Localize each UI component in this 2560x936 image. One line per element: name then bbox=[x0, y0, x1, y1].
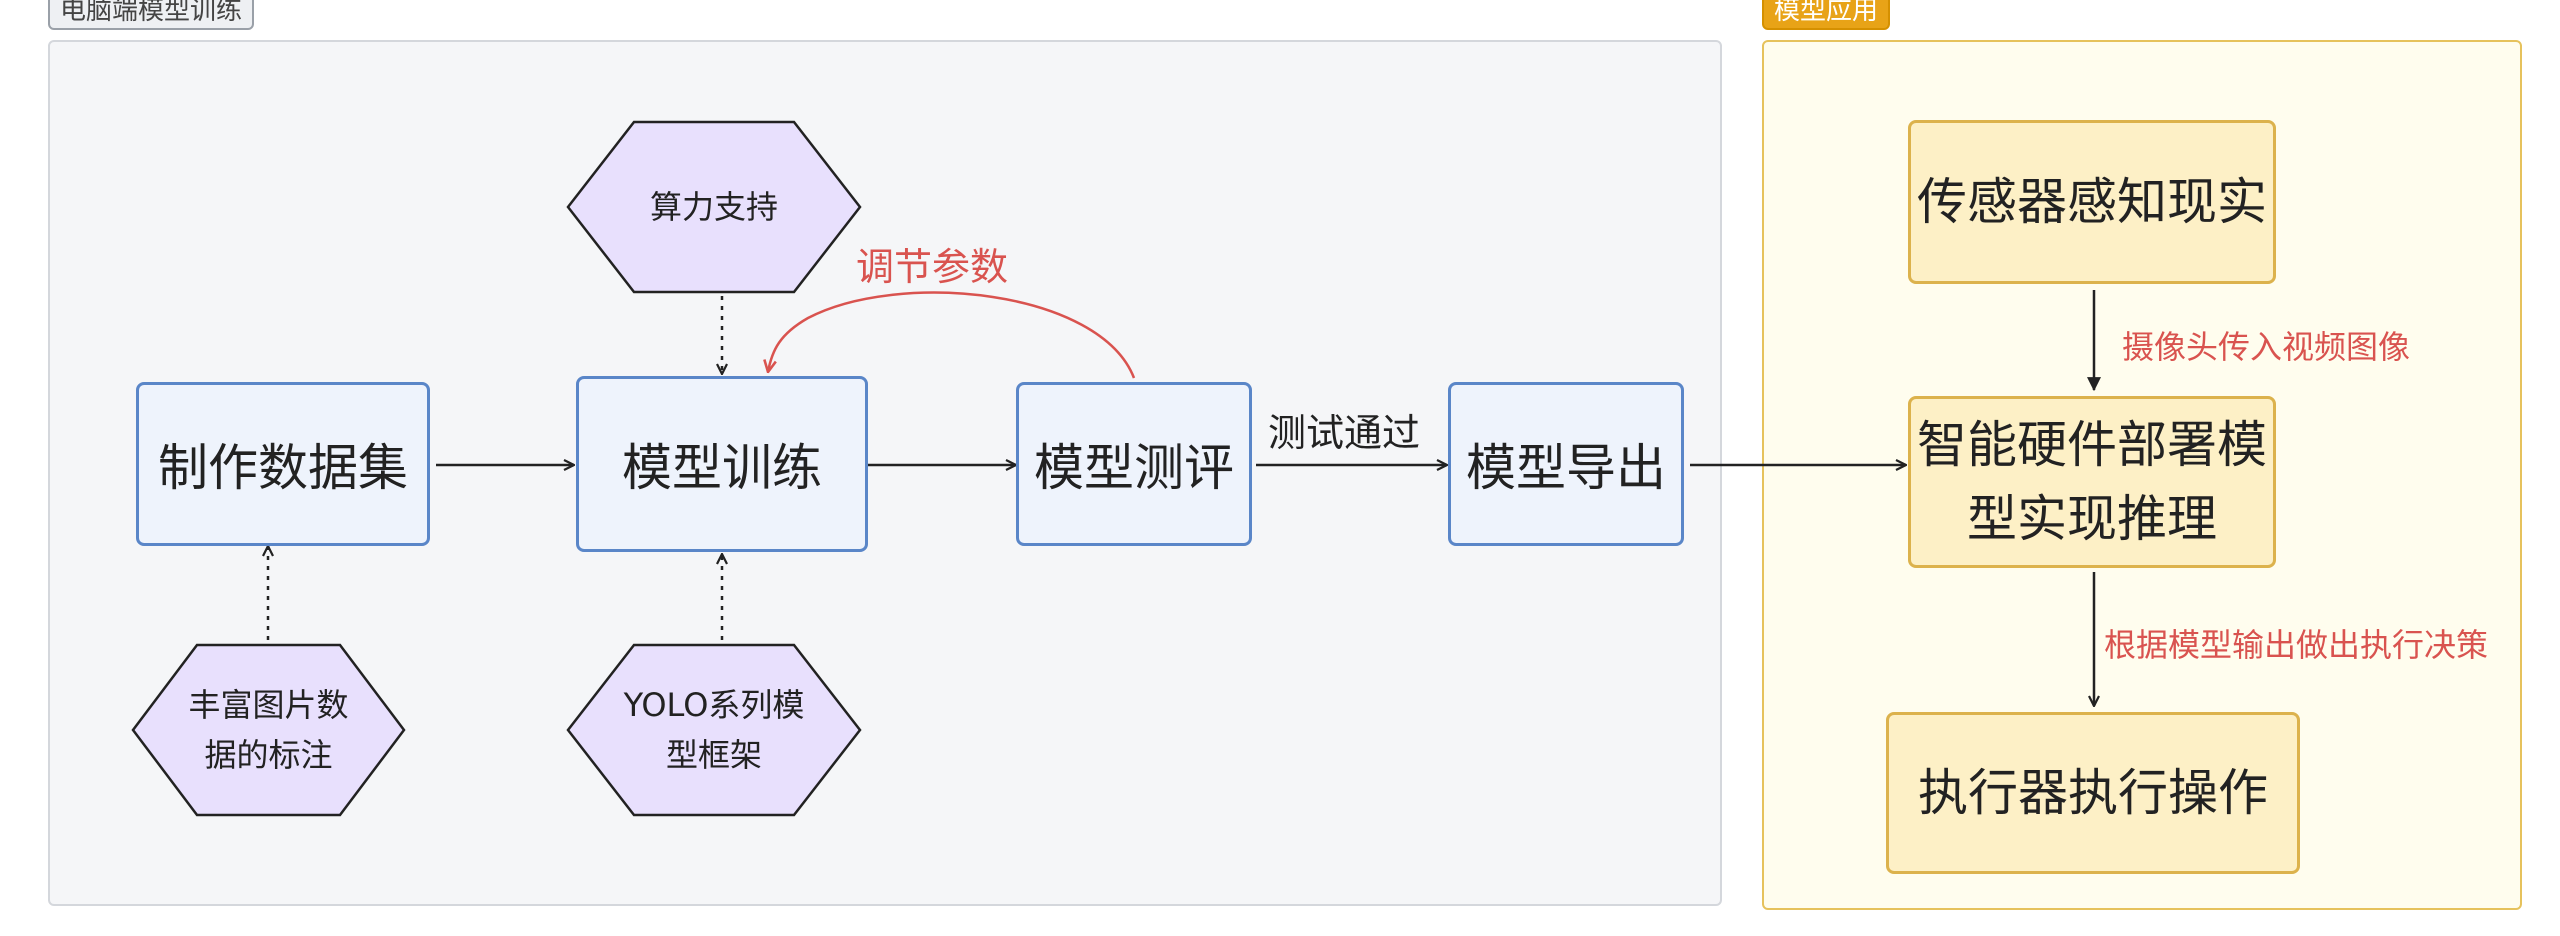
arrow-feedback-curve bbox=[768, 291, 1136, 379]
decision-label: 根据模型输出做出执行决策 bbox=[2104, 626, 2489, 664]
deploy-box: 智能硬件部署模 型实现推理 bbox=[1908, 396, 2276, 568]
hexagon-compute-label: 算力支持 bbox=[649, 188, 778, 226]
right-panel-title: 模型应用 bbox=[1762, 0, 1891, 30]
feedback-label: 调节参数 bbox=[856, 245, 1009, 289]
hexagon-images bbox=[131, 643, 406, 817]
dataset-box: 制作数据集 bbox=[136, 382, 430, 546]
actuator-box: 执行器执行操作 bbox=[1886, 712, 2300, 874]
hexagon-images-label: 丰富图片数 据的标注 bbox=[188, 686, 349, 774]
hexagon-yolo-label: YOLO系列模 型框架 bbox=[623, 686, 805, 774]
pass-label: 测试通过 bbox=[1268, 411, 1421, 455]
camera-label: 摄像头传入视频图像 bbox=[2122, 328, 2411, 366]
hexagon-compute bbox=[566, 120, 862, 294]
train-box: 模型训练 bbox=[576, 376, 868, 552]
hexagon-yolo bbox=[566, 643, 862, 817]
evaluate-box: 模型测评 bbox=[1016, 382, 1252, 546]
left-panel-title: 电脑端模型训练 bbox=[48, 0, 255, 30]
export-box: 模型导出 bbox=[1448, 382, 1684, 546]
sensor-box: 传感器感知现实 bbox=[1908, 120, 2276, 284]
